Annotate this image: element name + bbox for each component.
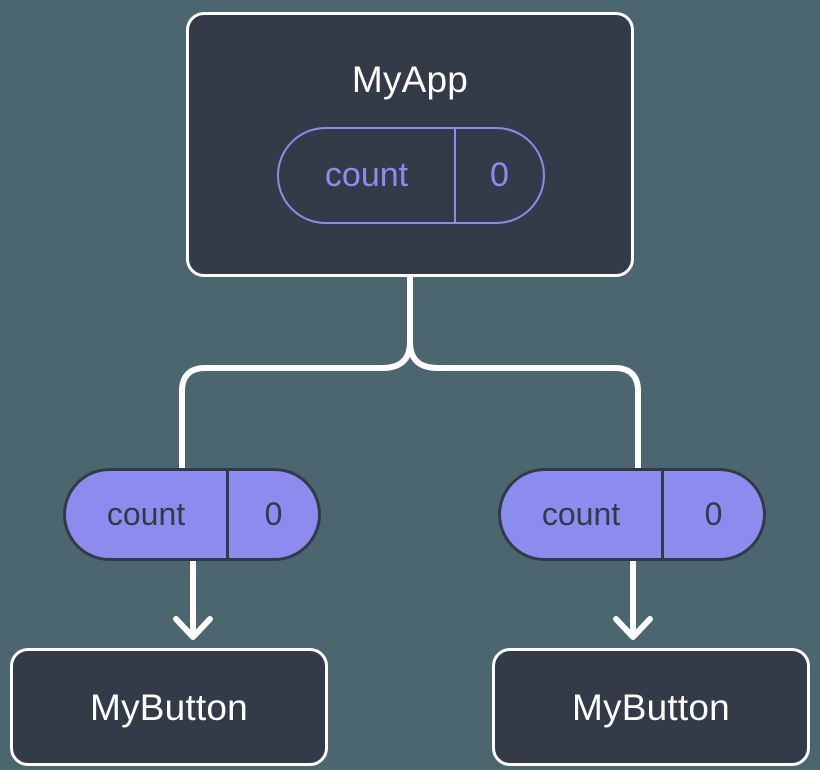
arrow-head-right-icon xyxy=(613,616,653,640)
state-pill-myapp-count-name: count xyxy=(279,129,456,222)
fork-connector-path xyxy=(407,274,641,481)
prop-pill-right-count-value: 0 xyxy=(704,495,723,532)
prop-pill-left-count[interactable]: count 0 xyxy=(63,468,321,561)
node-mybutton-left[interactable]: MyButton xyxy=(10,648,328,766)
prop-pill-right-count[interactable]: count 0 xyxy=(498,468,766,561)
prop-pill-left-count-value: 0 xyxy=(264,495,283,532)
state-pill-myapp-count-value: 0 xyxy=(490,155,509,194)
node-mybutton-left-title: MyButton xyxy=(90,686,248,728)
state-pill-myapp-count[interactable]: count 0 xyxy=(277,127,545,224)
node-mybutton-right[interactable]: MyButton xyxy=(492,648,810,766)
node-myapp[interactable]: MyApp xyxy=(186,12,634,277)
fork-connector-path-left xyxy=(179,339,413,481)
prop-pill-left-count-name: count xyxy=(66,471,229,558)
node-myapp-title: MyApp xyxy=(351,59,469,100)
node-mybutton-right-title: MyButton xyxy=(572,686,730,728)
prop-pill-right-count-name: count xyxy=(501,471,664,558)
arrow-head-left-icon xyxy=(173,616,213,640)
